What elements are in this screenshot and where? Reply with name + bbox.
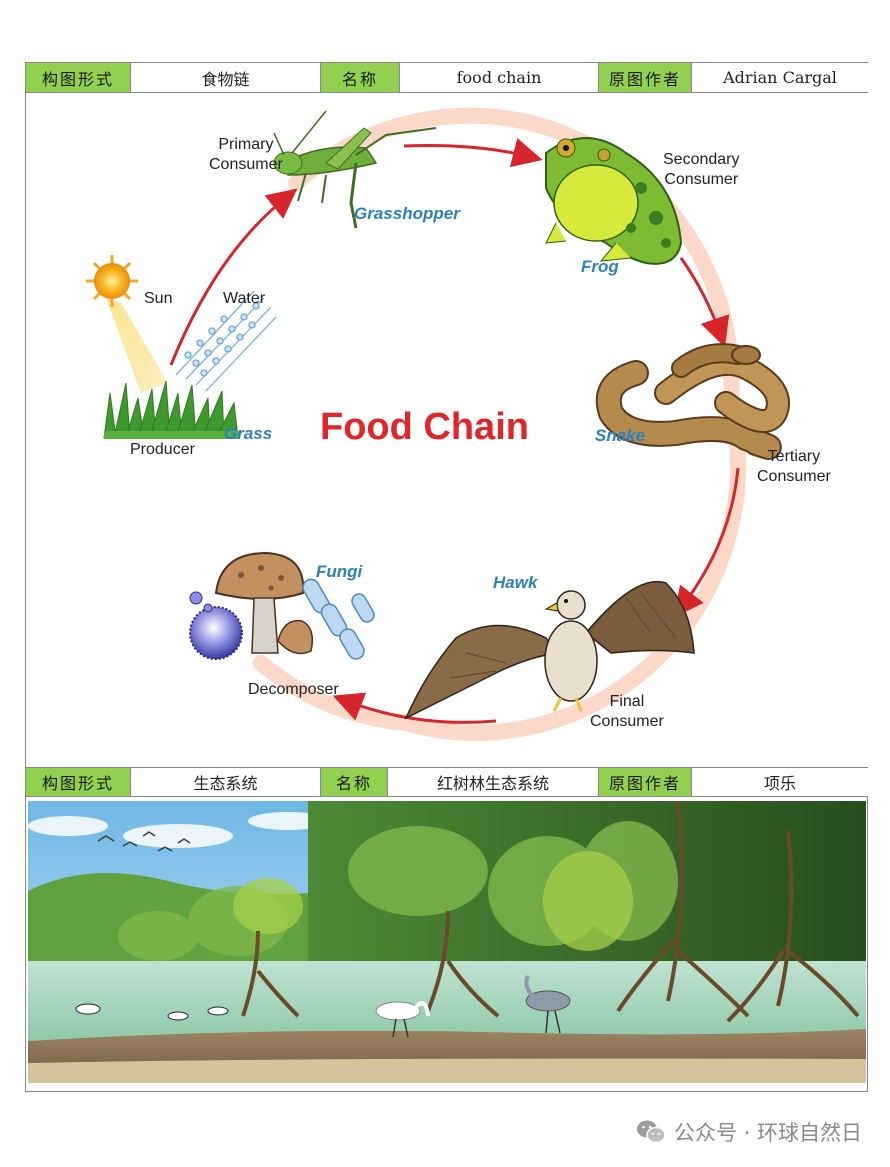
wechat-icon xyxy=(636,1119,666,1145)
footer-account-text: 公众号 · 环球自然日 xyxy=(673,1121,862,1145)
heron-icon xyxy=(524,975,571,1034)
form-label-2: 构图形式 xyxy=(26,768,131,796)
egret-icon xyxy=(375,1001,430,1038)
form-value-2: 生态系统 xyxy=(131,768,321,796)
water-label: Water xyxy=(223,290,266,307)
author-value-2: 项乐 xyxy=(692,768,868,796)
snake-label: Snake xyxy=(595,426,646,445)
name-label-2: 名称 xyxy=(321,768,388,796)
sun-label: Sun xyxy=(144,290,173,307)
footer-account: 公众号 · 环球自然日 xyxy=(636,1117,862,1147)
hawk-label: Hawk xyxy=(493,573,538,592)
name-label: 名称 xyxy=(321,63,400,92)
snake-icon xyxy=(595,343,790,460)
sun-icon xyxy=(86,255,168,393)
arrow-grass-to-grasshopper xyxy=(169,188,298,366)
author-value: Adrian Cargal xyxy=(692,63,868,92)
water-icon xyxy=(175,290,277,392)
author-label-2: 原图作者 xyxy=(599,768,692,796)
grass-label: Grass xyxy=(224,424,273,443)
arrow-frog-to-snake xyxy=(679,257,730,348)
arrow-hawk-to-fungi xyxy=(332,692,497,724)
food-chain-illustration xyxy=(86,107,790,741)
grass-icon xyxy=(103,380,240,439)
author-label: 原图作者 xyxy=(599,63,692,92)
hawk-icon xyxy=(404,580,695,720)
fungi-icon xyxy=(189,551,375,660)
fungi-label: Fungi xyxy=(316,562,363,581)
name-value-2: 红树林生态系统 xyxy=(388,768,599,796)
mangrove-illustration xyxy=(28,801,866,1083)
grasshopper-icon xyxy=(273,110,437,229)
arrow-grasshopper-to-frog xyxy=(403,138,543,168)
meta-row-mangrove: 构图形式 生态系统 名称 红树林生态系统 原图作者 项乐 xyxy=(26,767,868,797)
arrow-snake-to-hawk xyxy=(673,467,740,618)
decomposer-label: Decomposer xyxy=(248,681,339,698)
producer-label: Producer xyxy=(130,441,195,458)
frog-icon xyxy=(545,137,683,265)
form-value: 食物链 xyxy=(131,63,321,92)
name-value: food chain xyxy=(400,63,599,92)
frog-label: Frog xyxy=(581,257,619,276)
diagram-title: Food Chain xyxy=(320,406,529,448)
grasshopper-label: Grasshopper xyxy=(354,204,460,223)
meta-row-food-chain: 构图形式 食物链 名称 food chain 原图作者 Adrian Carga… xyxy=(26,63,868,93)
form-label: 构图形式 xyxy=(26,63,131,92)
